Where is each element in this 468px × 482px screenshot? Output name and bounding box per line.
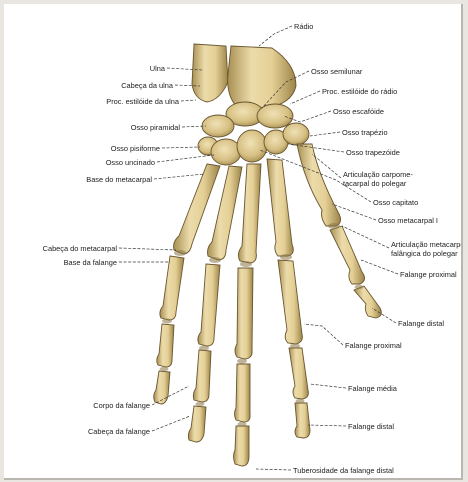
label-base-falange: Base da falange	[64, 258, 117, 267]
label-art-carpometacarpal-1: Articulação carpome-	[343, 170, 413, 179]
label-ulna: Ulna	[150, 64, 166, 73]
distal-phalanx-2	[295, 403, 310, 438]
anatomy-figure: Rádio Ulna Cabeça da ulna Proc. estilóid…	[4, 4, 463, 480]
metacarpal-bones	[174, 144, 341, 263]
joint-shading	[160, 223, 364, 426]
middle-phalanx-2	[289, 348, 308, 399]
label-proc-estiloide-ulna: Proc. estilóide da ulna	[106, 97, 180, 106]
label-osso-pisiforme: Osso pisiforme	[111, 144, 160, 153]
proximal-phalanx-1	[330, 226, 365, 284]
label-proc-estiloide-radio: Proc. estilóide do rádio	[322, 87, 397, 96]
label-osso-escafoide: Osso escafóide	[333, 107, 384, 116]
middle-phalanx-4	[193, 350, 211, 402]
hand-skeleton-diagram: Rádio Ulna Cabeça da ulna Proc. estilóid…	[4, 4, 461, 478]
label-falange-proximal: Falange proximal	[345, 341, 402, 350]
triquetrum-bone	[202, 115, 234, 137]
capitate-bone	[237, 130, 267, 162]
label-base-metacarpal: Base do metacarpal	[86, 175, 152, 184]
proximal-phalanx-4	[198, 264, 220, 346]
label-osso-semilunar: Osso semilunar	[311, 67, 363, 76]
label-osso-uncinado: Osso uncinado	[106, 158, 155, 167]
trapezium-bone	[283, 123, 309, 145]
distal-phalanx-4	[188, 406, 206, 442]
label-corpo-falange: Corpo da falange	[93, 401, 150, 410]
proximal-phalanx-5	[160, 256, 184, 320]
distal-phalanx-1	[354, 286, 381, 318]
label-osso-trapezio: Osso trapézio	[342, 128, 388, 137]
proximal-phalanx-3	[235, 268, 253, 359]
metacarpal-3	[238, 164, 261, 263]
label-cabeca-falange: Cabeça da falange	[88, 427, 150, 436]
label-falange-distal-polegar: Falange distal	[398, 319, 444, 328]
label-osso-metacarpal-1: Osso metacarpal I	[378, 216, 438, 225]
hamate-bone	[211, 139, 241, 165]
label-osso-trapezoide: Osso trapezóide	[346, 148, 400, 157]
label-tuberosidade: Tuberosidade da falange distal	[293, 466, 394, 475]
label-cabeca-metacarpal: Cabeça do metacarpal	[43, 244, 118, 253]
label-art-metacarpofalangica-1: Articulação metacarpo-	[391, 240, 461, 249]
proximal-phalanx-2	[278, 260, 302, 344]
label-art-carpometacarpal-2: tacarpal do polegar	[343, 179, 407, 188]
label-cabeca-ulna: Cabeça da ulna	[121, 81, 174, 90]
label-falange-proximal-polegar: Falange proximal	[400, 270, 457, 279]
metacarpal-1	[297, 144, 341, 226]
label-falange-distal: Falange distal	[348, 422, 394, 431]
ulna-bone	[192, 44, 228, 102]
distal-phalanx-3	[234, 426, 250, 466]
carpal-bones	[198, 102, 309, 165]
middle-phalanx-3	[235, 364, 251, 422]
label-osso-piramidal: Osso piramidal	[131, 123, 181, 132]
distal-phalanx-5	[154, 371, 170, 404]
radius-bone	[228, 46, 296, 108]
middle-phalanx-5	[157, 324, 174, 367]
label-art-metacarpofalangica-2: falângica do polegar	[391, 249, 458, 258]
label-osso-capitato: Osso capitato	[373, 198, 418, 207]
metacarpal-2	[267, 159, 293, 256]
forearm-bones	[192, 44, 296, 108]
label-radio: Rádio	[294, 22, 313, 31]
label-falange-media: Falange média	[348, 384, 398, 393]
